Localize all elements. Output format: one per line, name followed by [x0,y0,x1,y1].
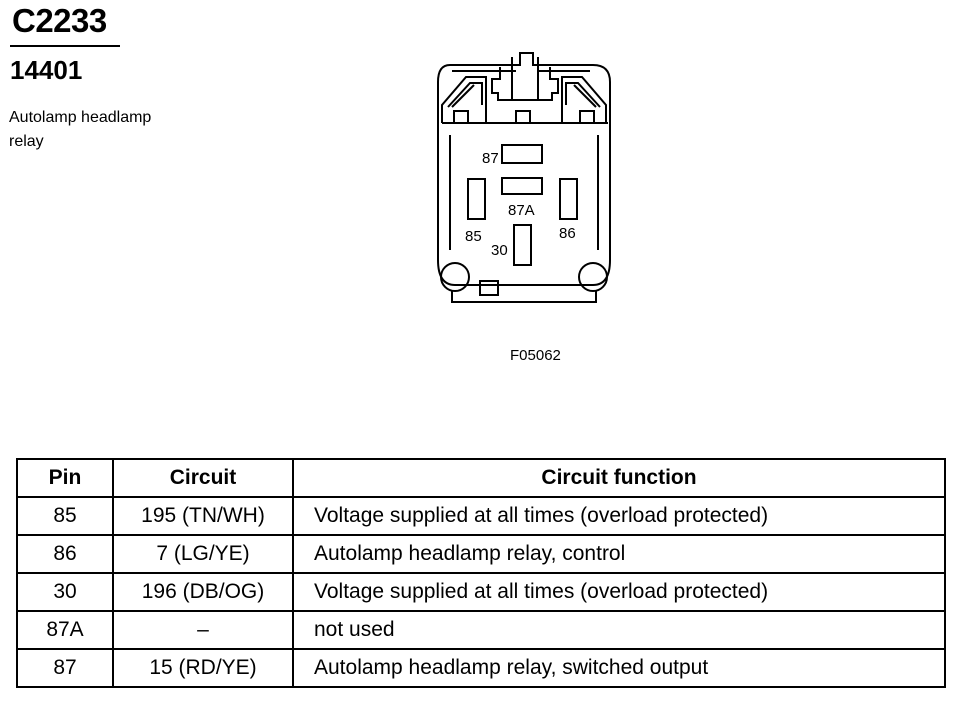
column-header-circuit-function: Circuit function [292,458,946,498]
pin-label-87: 87 [482,150,499,167]
connector-id: C2233 [12,2,107,39]
top-slot-left [453,110,469,124]
connector-id-underline [10,45,120,47]
top-slot-center [515,110,531,124]
table-row: 85 195 (TN/WH) Voltage supplied at all t… [16,496,946,536]
right-latch [561,76,607,123]
table-row: 87A – not used [16,610,946,650]
relay-connector-diagram: 87 87A 85 86 30 [437,52,611,303]
table-header-row: Pin Circuit Circuit function [16,458,946,498]
circuit-function-cell: Autolamp headlamp relay, switched output [292,648,946,688]
table-row: 87 15 (RD/YE) Autolamp headlamp relay, s… [16,648,946,688]
connector-body [437,52,611,286]
connector-base [451,290,597,303]
pin-cell: 86 [16,534,114,574]
column-header-circuit: Circuit [112,458,294,498]
center-key [491,57,513,101]
pin-cell: 85 [16,496,114,536]
pin-cell: 30 [16,572,114,612]
top-slot-right [579,110,595,124]
circuit-function-cell: Voltage supplied at all times (overload … [292,496,946,536]
part-number: 14401 [10,55,83,85]
circuit-cell: – [112,610,294,650]
pin-cell: 87 [16,648,114,688]
pin-cell: 87A [16,610,114,650]
pin-label-85: 85 [465,228,482,245]
column-header-pin: Pin [16,458,114,498]
terminal-85 [467,178,486,220]
circuit-function-cell: not used [292,610,946,650]
terminal-87 [501,144,543,164]
terminal-87a [501,177,543,195]
terminal-86 [559,178,578,220]
figure-id: F05062 [510,347,561,364]
circuit-function-cell: Voltage supplied at all times (overload … [292,572,946,612]
circuit-cell: 195 (TN/WH) [112,496,294,536]
circuit-cell: 196 (DB/OG) [112,572,294,612]
bottom-tab [479,280,499,296]
pin-label-87a: 87A [508,202,535,219]
left-latch [441,76,487,123]
terminal-30 [513,224,532,266]
circuit-cell: 7 (LG/YE) [112,534,294,574]
pinout-table: Pin Circuit Circuit function 85 195 (TN/… [16,458,946,688]
pin-label-30: 30 [491,242,508,259]
pin-label-86: 86 [559,225,576,242]
table-row: 30 196 (DB/OG) Voltage supplied at all t… [16,572,946,612]
circuit-function-cell: Autolamp headlamp relay, control [292,534,946,574]
table-row: 86 7 (LG/YE) Autolamp headlamp relay, co… [16,534,946,574]
circuit-cell: 15 (RD/YE) [112,648,294,688]
connector-description: Autolamp headlamp relay [9,109,152,150]
